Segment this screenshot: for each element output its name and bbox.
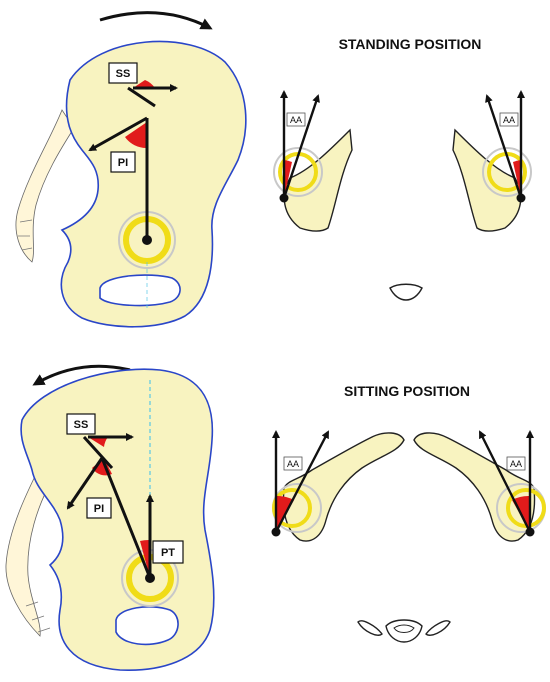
left-hemipelvis-outline-sitting (282, 432, 405, 542)
sacrum-outline (15, 109, 75, 263)
pi-perpendicular-arrow-sitting (66, 457, 104, 510)
right-aa-box (499, 112, 519, 127)
right-hemipelvis-outline-sitting (413, 432, 536, 542)
ss-angle-wedge (133, 80, 155, 88)
pi-angle-wedge (125, 122, 147, 149)
left-aa-label-sitting: AA (287, 459, 299, 469)
standing-lateral-view: SS PI (15, 11, 247, 328)
left-femoral-center (279, 193, 289, 203)
left-aa-box-sitting (283, 456, 303, 471)
right-aa-box-sitting (506, 456, 526, 471)
sacral-plate-line (127, 86, 156, 108)
coccyx-inner (393, 624, 415, 633)
sacrum-outline-sitting (5, 461, 53, 637)
left-acetabulum-ring-sitting (272, 488, 312, 528)
pt-label-box-sitting (152, 540, 184, 564)
counterclockwise-rotation-arrow (32, 364, 131, 386)
ss-label: SS (116, 68, 131, 80)
coccyx-segments-sitting (25, 601, 51, 633)
sitting-lateral-view: SS PI PT (5, 364, 215, 671)
obturator-foramen-sitting (115, 606, 179, 646)
right-hemipelvis-outline (452, 128, 522, 232)
right-acetabular-axis-arrow (485, 94, 523, 199)
pubic-right-fragment (425, 620, 451, 636)
ss-label-sitting: SS (74, 419, 89, 431)
ss-label-box (108, 62, 138, 84)
femoral-head-center-sitting (145, 573, 155, 583)
right-femoral-center (516, 193, 526, 203)
pi-label-box (110, 151, 136, 173)
left-aa-label: AA (290, 115, 302, 125)
pi-label-box-sitting (86, 497, 112, 519)
pi-label: PI (118, 157, 128, 169)
pi-label-sitting: PI (94, 503, 104, 515)
standing-heading: STANDING POSITION (339, 36, 482, 52)
left-acetabular-axis-arrow-sitting (274, 430, 330, 533)
left-hemipelvis-outline (283, 128, 353, 232)
right-femoral-center-sitting (525, 527, 535, 537)
right-aa-label-sitting: AA (510, 459, 522, 469)
sacral-plate-line-sitting (82, 435, 114, 470)
pt-label-sitting: PT (161, 547, 175, 559)
coccyx-segments (18, 219, 33, 251)
pi-perpendicular-arrow (88, 116, 148, 152)
left-acetabular-axis-arrow (282, 94, 320, 199)
left-acetabulum-halo (273, 147, 323, 197)
standing-frontal-view: AA AA (273, 90, 532, 301)
sitting-heading: SITTING POSITION (344, 383, 470, 399)
sitting-frontal-view: AA AA (271, 430, 546, 643)
ss-angle-wedge-sitting (88, 437, 108, 447)
pubic-left-fragment (357, 620, 383, 636)
right-acetabulum-halo (482, 147, 532, 197)
hip-axis-line-sitting (100, 457, 152, 579)
coccyx-standing (389, 283, 423, 301)
obturator-foramen (99, 274, 181, 307)
right-aa-label: AA (503, 115, 515, 125)
left-femoral-center-sitting (271, 527, 281, 537)
femoral-head-center (142, 235, 152, 245)
clockwise-rotation-arrow (99, 11, 213, 30)
right-acetabular-axis-arrow-sitting (478, 430, 532, 533)
ilium-outline (60, 40, 247, 328)
left-aa-box (286, 112, 306, 127)
ss-label-box-sitting (66, 413, 96, 435)
